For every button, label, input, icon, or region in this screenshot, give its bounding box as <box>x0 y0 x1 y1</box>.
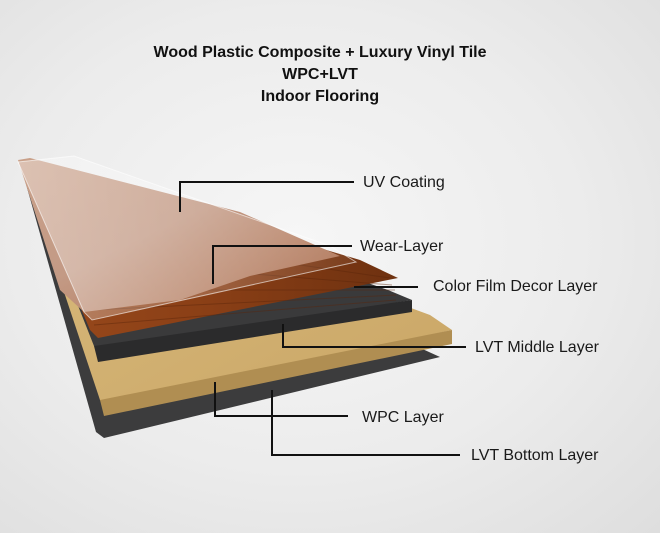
label-uv-coating: UV Coating <box>363 174 445 191</box>
wpc-layer-edge <box>100 330 452 416</box>
leader-uv-coating <box>179 181 354 212</box>
label-wear-layer: Wear-Layer <box>360 238 444 255</box>
label-lvt-middle-layer: LVT Middle Layer <box>475 339 599 356</box>
leader-lines <box>179 181 466 456</box>
leader-lvt-middle <box>282 324 466 348</box>
label-lvt-bottom-layer: LVT Bottom Layer <box>471 447 599 464</box>
title-line-2: WPC+LVT <box>282 66 358 83</box>
label-wpc-layer: WPC Layer <box>362 409 444 426</box>
title-line-3: Indoor Flooring <box>260 88 380 105</box>
leader-lvt-bottom <box>271 390 460 456</box>
leader-wear-layer <box>212 245 352 284</box>
title-line-1: Wood Plastic Composite + Luxury Vinyl Ti… <box>153 44 487 61</box>
lvt-middle-layer-edge <box>94 300 412 362</box>
uv-coating-shape <box>17 155 358 321</box>
leader-wpc-layer <box>214 382 348 417</box>
label-color-film-decor-layer: Color Film Decor Layer <box>433 278 598 295</box>
